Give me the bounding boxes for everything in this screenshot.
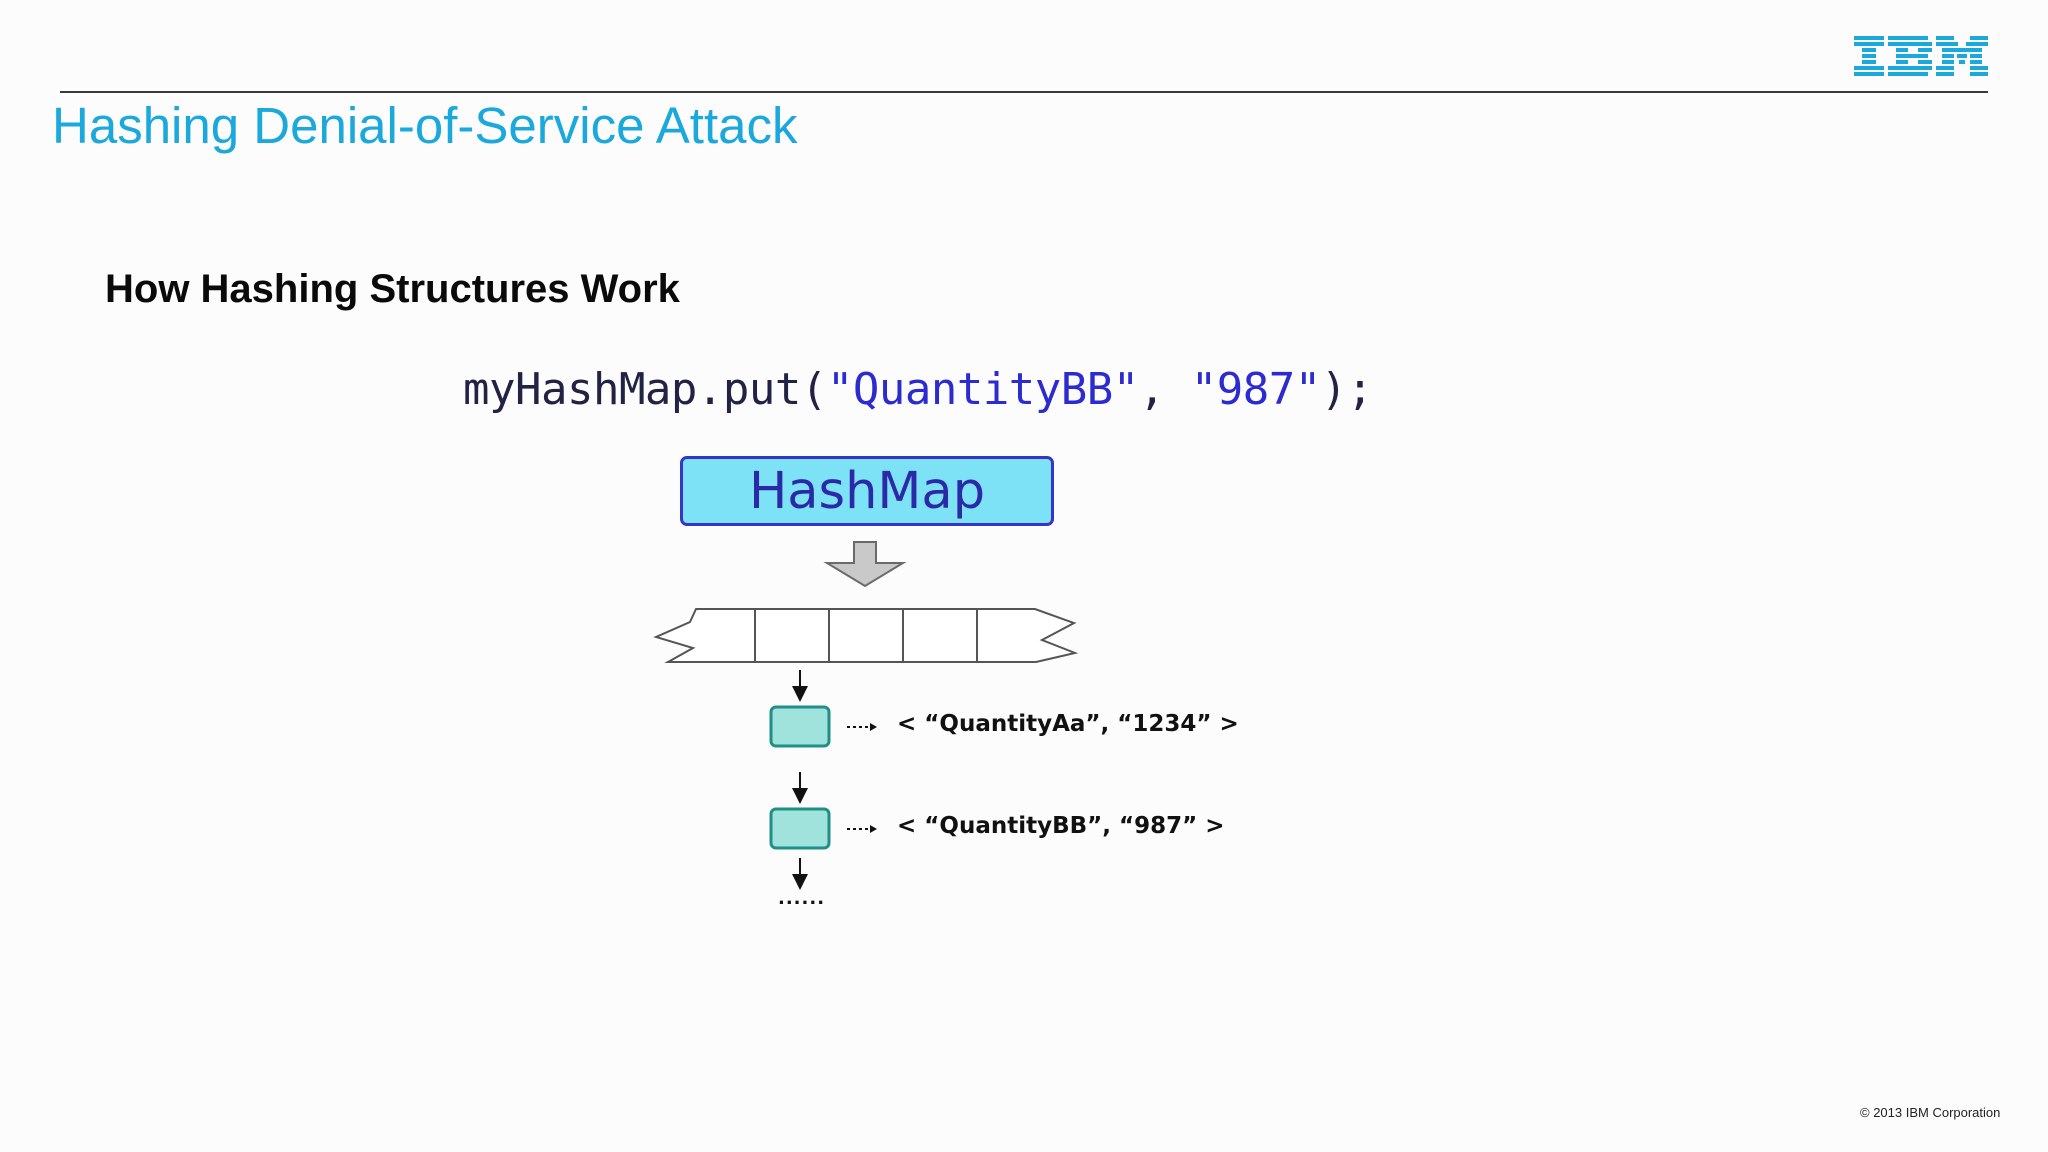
entry-pointer-head bbox=[870, 825, 877, 833]
code-call-prefix: myHashMap.put( bbox=[463, 364, 827, 415]
ibm-logo-letter-i bbox=[1854, 36, 1884, 76]
code-value-string: "987" bbox=[1190, 364, 1321, 415]
code-key-string: "QuantityBB" bbox=[826, 364, 1139, 415]
entry-pointer-head bbox=[870, 723, 877, 731]
chain-node bbox=[769, 807, 831, 850]
entry-label-quantityaa: < “QuantityAa”, “1234” > bbox=[897, 711, 1239, 737]
ibm-logo-letter-m bbox=[1936, 36, 1988, 76]
ibm-logo bbox=[1854, 36, 1988, 76]
ibm-logo-letter-b bbox=[1888, 36, 1932, 76]
hashmap-box: HashMap bbox=[680, 456, 1054, 526]
code-separator: , bbox=[1138, 364, 1191, 415]
chain-continuation: ...... bbox=[778, 888, 826, 909]
bucket-array bbox=[653, 608, 1079, 663]
entry-label-quantitybb: < “QuantityBB”, “987” > bbox=[897, 813, 1225, 839]
hash-down-arrow bbox=[823, 541, 907, 588]
header-rule bbox=[60, 91, 1988, 93]
slide-subtitle: How Hashing Structures Work bbox=[105, 267, 680, 311]
copyright-notice: © 2013 IBM Corporation bbox=[1860, 1105, 2001, 1120]
slide-title: Hashing Denial-of-Service Attack bbox=[52, 97, 798, 154]
chain-node bbox=[769, 705, 831, 748]
code-snippet: myHashMap.put("QuantityBB", "987"); bbox=[463, 364, 1373, 415]
code-call-suffix: ); bbox=[1320, 364, 1373, 415]
